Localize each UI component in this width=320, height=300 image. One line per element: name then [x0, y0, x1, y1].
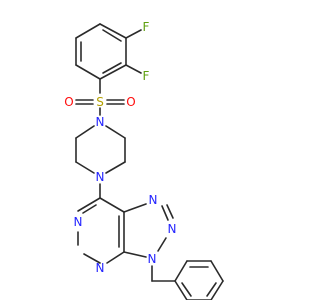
bond: [83, 253, 101, 264]
bond: [99, 64, 127, 80]
sulfur-atom: S: [96, 95, 104, 109]
piperazine-ring: [75, 125, 126, 199]
pyrimidine-ring: [77, 197, 125, 264]
benzyl-group: [151, 260, 224, 300]
bond: [206, 282, 217, 297]
bond: [75, 161, 95, 174]
bond: [181, 282, 192, 297]
difluorophenyl-ring: [75, 23, 142, 80]
nitrogen-atom-triazole-3: N: [148, 252, 157, 266]
nitrogen-atom-triazole-1: N: [149, 193, 158, 207]
fluorine-atom-top: F: [143, 20, 150, 34]
bond: [174, 260, 188, 282]
molecule-structure: F F S O O N N N N N N N: [64, 20, 224, 300]
bond: [106, 251, 125, 264]
bond: [82, 204, 97, 214]
bond: [125, 29, 142, 39]
bond: [166, 204, 174, 219]
bond: [157, 237, 167, 252]
bond: [210, 260, 224, 282]
bond: [75, 125, 95, 139]
molecule-canvas: F F S O O N N N N N N N: [64, 20, 224, 300]
triazole-ring: [123, 203, 174, 258]
bond: [99, 197, 125, 213]
bond: [75, 64, 101, 80]
nitrogen-atom-pyrimidine-1: N: [74, 215, 83, 229]
bond: [174, 280, 188, 300]
fluorine-atom-middle: F: [143, 69, 150, 83]
nitrogen-atom-triazole-2: N: [168, 222, 177, 236]
atom-labels: F F S O O N N N N N N N: [64, 20, 176, 275]
bond: [75, 23, 101, 39]
oxygen-atom-left: O: [64, 95, 73, 109]
sulfonyl-group: [75, 78, 125, 116]
bond: [125, 64, 142, 74]
bond: [77, 197, 101, 212]
bond: [102, 29, 122, 42]
bond: [123, 251, 147, 258]
nitrogen-atom-piperazine-top: N: [96, 115, 105, 129]
bond: [105, 125, 126, 139]
bond: [123, 203, 147, 213]
bond: [161, 205, 169, 221]
nitrogen-atom-piperazine-bottom: N: [96, 170, 105, 184]
nitrogen-atom-pyrimidine-2: N: [96, 261, 105, 275]
oxygen-atom-right: O: [126, 95, 135, 109]
bond: [102, 62, 122, 74]
bond: [99, 23, 127, 39]
bond: [105, 161, 126, 174]
bond: [210, 280, 224, 300]
